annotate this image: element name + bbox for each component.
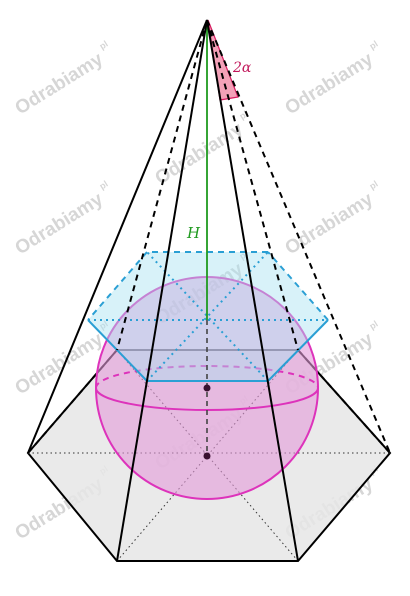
svg-text:pl: pl (98, 179, 110, 192)
svg-text:Odrabiamy: Odrabiamy (282, 189, 378, 260)
svg-text:pl: pl (368, 39, 380, 52)
svg-text:Odrabiamy: Odrabiamy (12, 189, 108, 260)
height-label: H (187, 224, 201, 242)
lateral-front-edges (27, 19, 299, 562)
svg-text:pl: pl (368, 319, 380, 332)
sphere-center-point (203, 384, 211, 392)
section-hexagon-edges (87, 251, 329, 382)
svg-text:pl: pl (368, 179, 380, 192)
svg-text:Odrabiamy: Odrabiamy (282, 49, 378, 120)
sphere-equator-back (95, 365, 319, 389)
svg-text:Odrabiamy: Odrabiamy (12, 49, 108, 120)
section-hexagon-diagonals (88, 251, 328, 382)
base-center-point (203, 452, 211, 460)
angle-label: 2α (233, 60, 252, 76)
svg-text:pl: pl (98, 39, 110, 52)
lateral-back-edges (116, 19, 391, 454)
section-hexagon (88, 252, 328, 381)
